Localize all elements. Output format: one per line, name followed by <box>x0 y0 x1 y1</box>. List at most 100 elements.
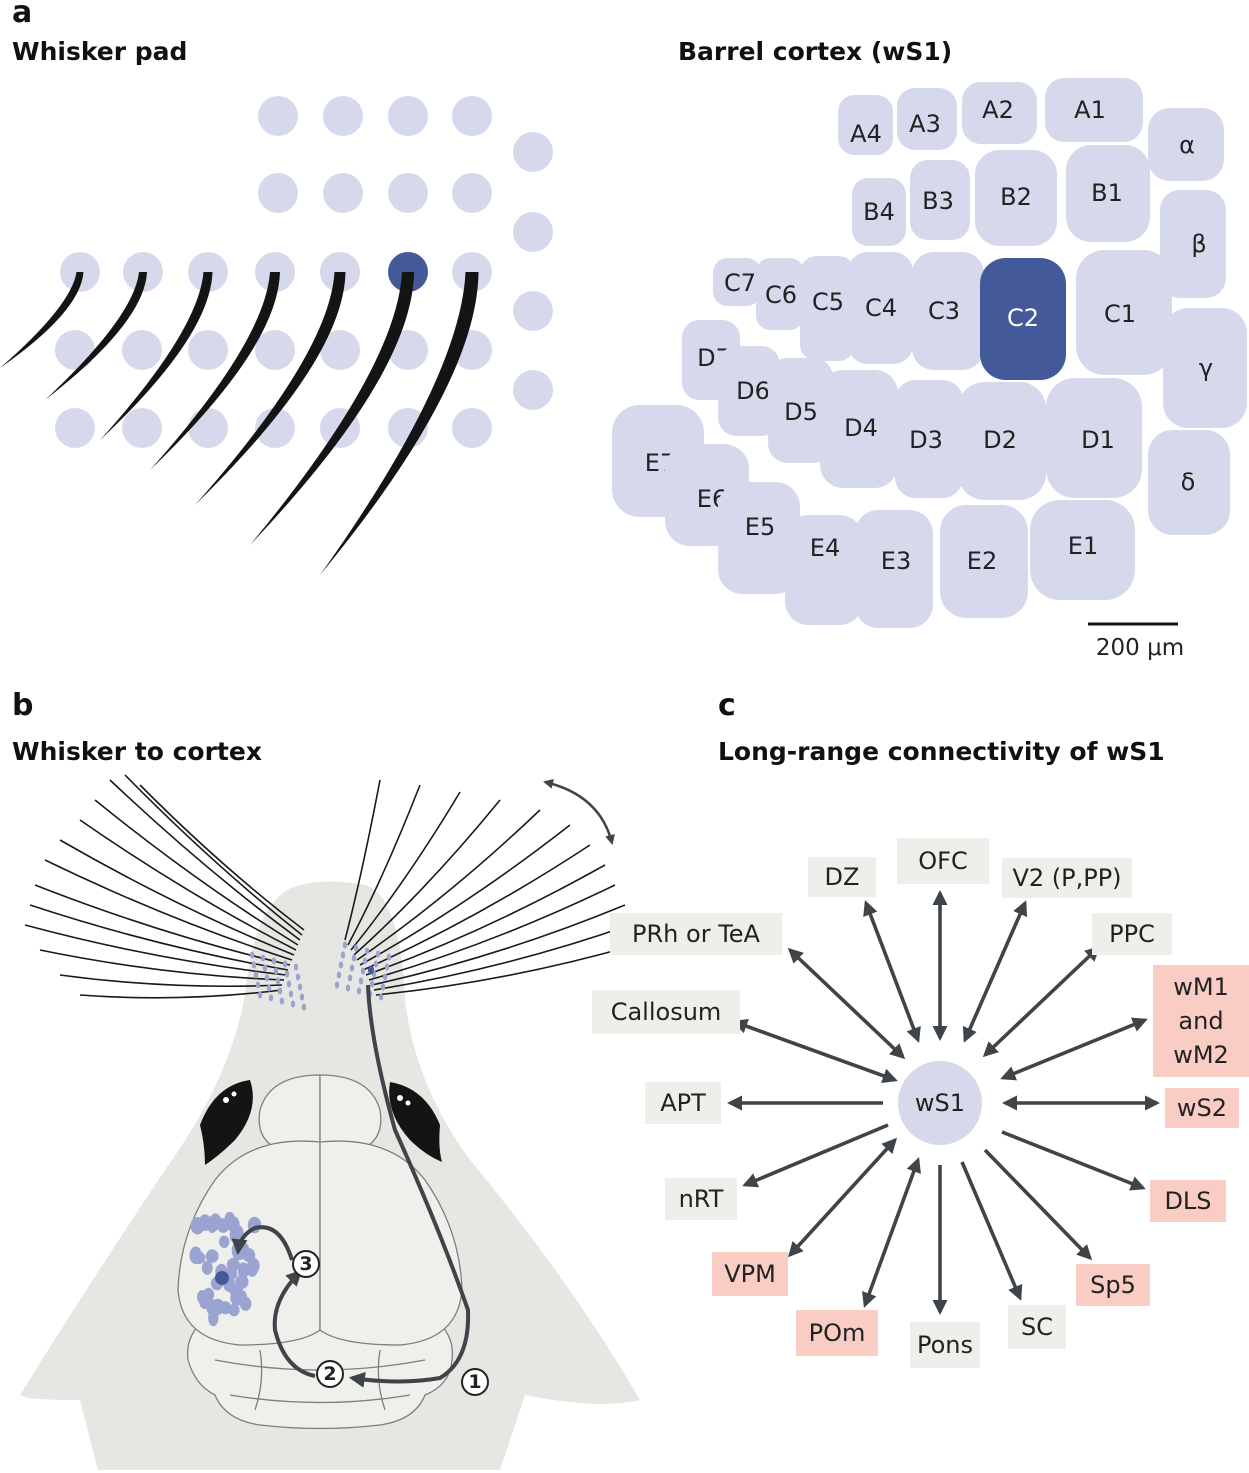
node-box <box>796 1310 878 1356</box>
mouse-whisker <box>375 944 636 996</box>
snout-dot <box>353 944 359 952</box>
barrel-γ: γ <box>1163 308 1247 428</box>
snout-dot <box>295 973 301 981</box>
barrel-shape <box>855 510 933 628</box>
barrel-label: α <box>1179 131 1195 159</box>
node-box <box>897 838 989 884</box>
connectivity-title: Long-range connectivity of wS1 <box>718 737 1165 766</box>
snout-dot <box>301 1003 307 1011</box>
barrel-C5: C5 <box>800 256 855 361</box>
barrel-C7: C7 <box>713 258 761 306</box>
step-3-label: 3 <box>299 1253 312 1275</box>
barrel-label: A3 <box>909 110 941 138</box>
brain-barrel <box>205 1249 219 1263</box>
barrel-shape <box>848 252 913 364</box>
brain-barrel <box>201 1260 213 1275</box>
barrel-shape <box>962 82 1037 144</box>
barrel-shape <box>1045 78 1143 142</box>
barrel-label: B4 <box>863 198 895 226</box>
mouse-whisker <box>371 904 626 986</box>
whisker <box>0 272 84 368</box>
barrel-label: A1 <box>1074 96 1106 124</box>
barrel-E4: E4 <box>785 515 863 625</box>
connection-arrow <box>787 1137 898 1258</box>
snout-dot <box>268 994 274 1002</box>
connection-arrow <box>983 1148 1093 1261</box>
connection-arrow <box>787 947 906 1060</box>
follicle-dot <box>188 408 228 448</box>
follicle-dot <box>55 330 95 370</box>
node-label: SC <box>1021 1313 1053 1341</box>
node-sp5: Sp5 <box>1076 1264 1150 1306</box>
connection-arrow <box>962 900 1028 1043</box>
node-box <box>1153 965 1249 1077</box>
node-label: wS2 <box>1177 1094 1227 1122</box>
panel-c-letter: c <box>718 688 736 723</box>
snout-dot <box>384 963 390 971</box>
snout-dot <box>297 983 303 991</box>
snout-dot <box>375 950 381 958</box>
node-label: DZ <box>825 863 860 891</box>
snout-dot <box>255 981 261 989</box>
node-apt: APT <box>645 1082 721 1124</box>
mouse-whiskers <box>24 774 636 999</box>
node-vpm: VPM <box>712 1252 788 1296</box>
barrel-shape <box>895 380 963 498</box>
mouse-whisker <box>353 799 501 956</box>
whisker <box>150 272 280 470</box>
snout-dot <box>293 963 299 971</box>
snout-dot <box>362 957 368 965</box>
node-nrt: nRT <box>665 1178 737 1220</box>
node-prh-or-tea: PRh or TeA <box>610 913 782 955</box>
panel-b: b Whisker to cortex <box>12 688 640 1470</box>
follicle-dot <box>320 330 360 370</box>
node-label: OFC <box>918 847 967 875</box>
node-box <box>1092 913 1172 955</box>
brain-barrel <box>217 1218 230 1233</box>
node-pons: Pons <box>910 1322 980 1368</box>
barrel-label: γ <box>1199 354 1213 382</box>
barrel-label: δ <box>1181 468 1196 496</box>
connectivity-arrows <box>726 889 1161 1316</box>
node-label: VPM <box>724 1260 776 1288</box>
barrel-D4: D4 <box>820 370 898 488</box>
barrel-shape <box>756 258 804 330</box>
brain-barrel <box>242 1248 256 1263</box>
step-marker-1: 1 <box>461 1368 489 1396</box>
barrel-label: D1 <box>1081 426 1115 454</box>
pathway-step-3-path <box>231 1225 294 1261</box>
snout-dot <box>282 960 288 968</box>
follicle-dot <box>323 96 363 136</box>
barrel-shape <box>910 160 970 240</box>
brain-barrel <box>237 1262 249 1279</box>
snout-dot <box>279 997 285 1005</box>
follicle-dot <box>452 173 492 213</box>
snout-dot <box>358 977 364 985</box>
follicle-dot <box>388 96 428 136</box>
barrel-δ: δ <box>1148 430 1230 535</box>
step-1-label: 1 <box>468 1371 481 1393</box>
center-node-ws1: wS1 <box>898 1061 982 1145</box>
node-box <box>808 857 876 897</box>
snout-dot <box>382 973 388 981</box>
barrel-shape <box>1076 250 1172 375</box>
node-label: nRT <box>679 1185 724 1213</box>
whisker <box>320 272 479 575</box>
barrel-label: D4 <box>844 414 878 442</box>
snout-dot <box>336 971 342 979</box>
node-box <box>712 1252 788 1296</box>
mouse-whisker <box>347 784 421 946</box>
barrel-A4: A4 <box>838 95 893 155</box>
snout-dot <box>373 960 379 968</box>
step-marker-2: 2 <box>316 1360 344 1388</box>
panel-a-letter: a <box>12 0 32 30</box>
snout-dot <box>266 984 272 992</box>
center-node-circle <box>898 1061 982 1145</box>
barrel-shape <box>1163 308 1247 428</box>
snout-dot <box>360 967 366 975</box>
barrel-label: C3 <box>928 297 960 325</box>
mouse-whisker <box>39 949 285 981</box>
barrel-shape <box>785 515 863 625</box>
node-box <box>610 913 782 955</box>
